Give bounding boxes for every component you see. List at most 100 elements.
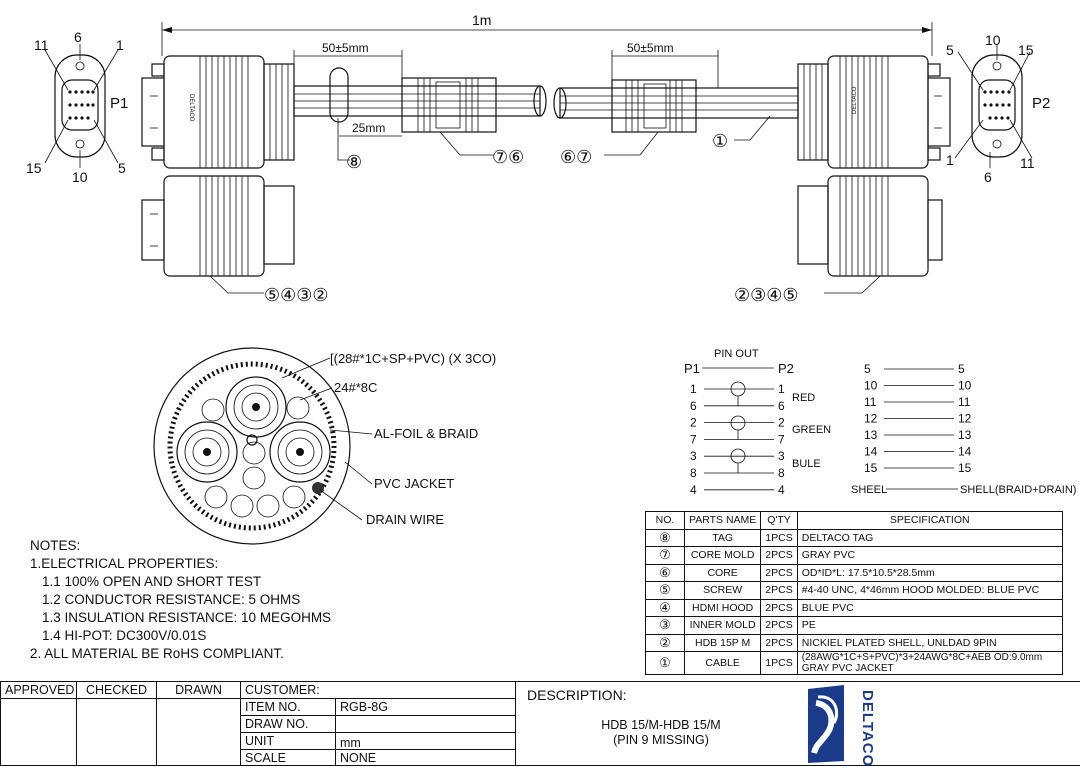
- tb-customer: CUSTOMER:: [240, 681, 516, 699]
- pinout-left-b: 7: [778, 432, 785, 446]
- pinout-right-a: 11: [864, 395, 877, 409]
- pinout-red: RED: [792, 392, 815, 404]
- table-row: ⑥ CORE 2PCS OD*ID*L: 17.5*10.5*28.5mm: [645, 563, 1063, 582]
- xs-label-3: AL-FOIL & BRAID: [374, 426, 478, 441]
- xs-label-2: 24#*8C: [334, 380, 377, 395]
- row-name: SCREW: [683, 581, 762, 600]
- p1-pin-face: 11 6 1 15 10 5 P1: [26, 29, 128, 185]
- row-name: HDMI HOOD: [683, 598, 762, 617]
- pinout-left-a: 2: [690, 416, 697, 430]
- row-no: ⑥: [645, 563, 685, 582]
- p1-pin-1: 1: [116, 37, 124, 53]
- notes-line-1: 1.ELECTRICAL PROPERTIES:: [30, 556, 219, 571]
- row-name: TAG: [683, 528, 762, 547]
- row-name: INNER MOLD: [683, 616, 762, 635]
- dim-c: 25mm: [352, 121, 385, 135]
- row-name: CORE MOLD: [683, 546, 762, 565]
- left-cable: [293, 67, 547, 133]
- pinout-left-a: 8: [690, 466, 697, 480]
- row-spec: NICKIEL PLATED SHELL, UNLDAD 9PIN: [796, 633, 1063, 652]
- description-line-2: (PIN 9 MISSING): [613, 733, 709, 747]
- pinout-p1: P1: [684, 361, 700, 376]
- row-qty: 2PCS: [760, 563, 798, 582]
- pinout-shell-b: SHELL(BRAID+DRAIN): [960, 484, 1076, 496]
- tb-approved-cell: [0, 698, 77, 766]
- parts-header-spec: SPECIFICATION: [796, 511, 1063, 530]
- description-line-1: HDB 15/M-HDB 15/M: [601, 718, 721, 732]
- table-row: ⑧ TAG 1PCS DELTACO TAG: [645, 528, 1063, 547]
- notes-line-6: 2. ALL MATERIAL BE RoHS COMPLIANT.: [30, 646, 284, 661]
- deltaco-logo-icon: [808, 685, 844, 763]
- pinout-right-b: 5: [958, 362, 965, 376]
- p1-pin-5: 5: [118, 160, 126, 176]
- row-qty: 2PCS: [760, 546, 798, 565]
- row-qty: 2PCS: [760, 598, 798, 617]
- p2-pin-11: 11: [1020, 155, 1035, 171]
- left-exploded-parts: ⑤④③②: [141, 175, 329, 305]
- pinout-blue: BULE: [792, 458, 821, 470]
- callout-1: ①: [712, 131, 728, 151]
- notes-title: NOTES:: [30, 538, 81, 553]
- row-spec: (28AWG*1C+S+PVC)*3+24AWG*8C+AEB OD:9.0mm…: [796, 651, 1063, 675]
- title-block: APPROVED CHECKED DRAWN CUSTOMER: ITEM NO…: [0, 681, 1080, 766]
- pinout-left-a: 7: [690, 432, 697, 446]
- tb-scale: SCALE: [240, 749, 336, 766]
- row-qty: 2PCS: [760, 616, 798, 635]
- p2-pin-1: 1: [946, 152, 954, 168]
- parts-header-no: NO.: [645, 511, 685, 530]
- pinout-left-a: 4: [690, 483, 697, 497]
- right-exploded-parts: ②③④⑤: [734, 175, 943, 305]
- row-qty: 1PCS: [760, 528, 798, 547]
- pinout-left-b: 2: [778, 416, 785, 430]
- pinout-left-b: 3: [778, 449, 785, 463]
- notes-line-4: 1.3 INSULATION RESISTANCE: 10 MEGOHMS: [42, 610, 332, 625]
- right-cable: [553, 79, 799, 133]
- tb-unit-value: mm: [335, 732, 516, 750]
- row-name: CORE: [683, 563, 762, 582]
- pinout-left-a: 3: [690, 449, 697, 463]
- notes-block: NOTES: 1.ELECTRICAL PROPERTIES: 1.1 100%…: [30, 537, 331, 663]
- row-no: ⑧: [645, 528, 685, 547]
- callout-2345: ②③④⑤: [734, 285, 799, 305]
- row-no: ⑦: [645, 546, 685, 565]
- pinout-title: PIN OUT: [714, 348, 759, 360]
- tb-scale-value: NONE: [335, 749, 516, 766]
- pinout-green: GREEN: [792, 424, 831, 436]
- pinout-right-a: 14: [864, 445, 878, 459]
- callout-8: ⑧: [346, 152, 362, 172]
- callout-leaders: ⑧ ⑦⑥ ⑥⑦ ①: [337, 115, 771, 172]
- right-connector-side-view: DELTACO: [797, 55, 951, 169]
- tb-approved: APPROVED: [0, 681, 77, 699]
- p1-pin-10: 10: [72, 169, 88, 185]
- length-dimension: 1m: [161, 12, 933, 56]
- xs-label-1: [(28#*1C+SP+PVC) (X 3CO): [330, 351, 496, 366]
- table-row: ⑦ CORE MOLD 2PCS GRAY PVC: [645, 546, 1063, 565]
- table-row: ④ HDMI HOOD 2PCS BLUE PVC: [645, 598, 1063, 617]
- p1-pin-6: 6: [74, 29, 82, 45]
- p2-pin-6: 6: [984, 169, 992, 185]
- row-spec: BLUE PVC: [796, 598, 1063, 617]
- tb-item-no-value: RGB-8G: [335, 698, 516, 716]
- row-name: CABLE: [683, 651, 762, 675]
- row-spec: GRAY PVC: [796, 546, 1063, 565]
- description-text: HDB 15/M-HDB 15/M (PIN 9 MISSING): [520, 718, 802, 748]
- callout-5432: ⑤④③②: [264, 285, 329, 305]
- pinout-p2: P2: [778, 361, 794, 376]
- pinout-left-b: 4: [778, 483, 785, 497]
- dim-b: 50±5mm: [627, 41, 674, 55]
- p1-pin-15: 15: [26, 160, 42, 176]
- row-no: ④: [645, 598, 685, 617]
- logo-text: DELTACO: [859, 690, 876, 767]
- p1-pin-11: 11: [34, 37, 49, 53]
- table-row: ③ INNER MOLD 2PCS PE: [645, 616, 1063, 635]
- pinout-right-a: 5: [864, 362, 871, 376]
- callout-67: ⑥⑦: [560, 147, 592, 167]
- row-spec-line-2: GRAY PVC JACKET: [801, 663, 894, 674]
- row-no: ②: [645, 633, 685, 652]
- pinout-right-b: 10: [958, 379, 972, 393]
- row-qty: 2PCS: [760, 581, 798, 600]
- pinout-left-b: 1: [778, 382, 785, 396]
- pinout-right-b: 11: [958, 395, 971, 409]
